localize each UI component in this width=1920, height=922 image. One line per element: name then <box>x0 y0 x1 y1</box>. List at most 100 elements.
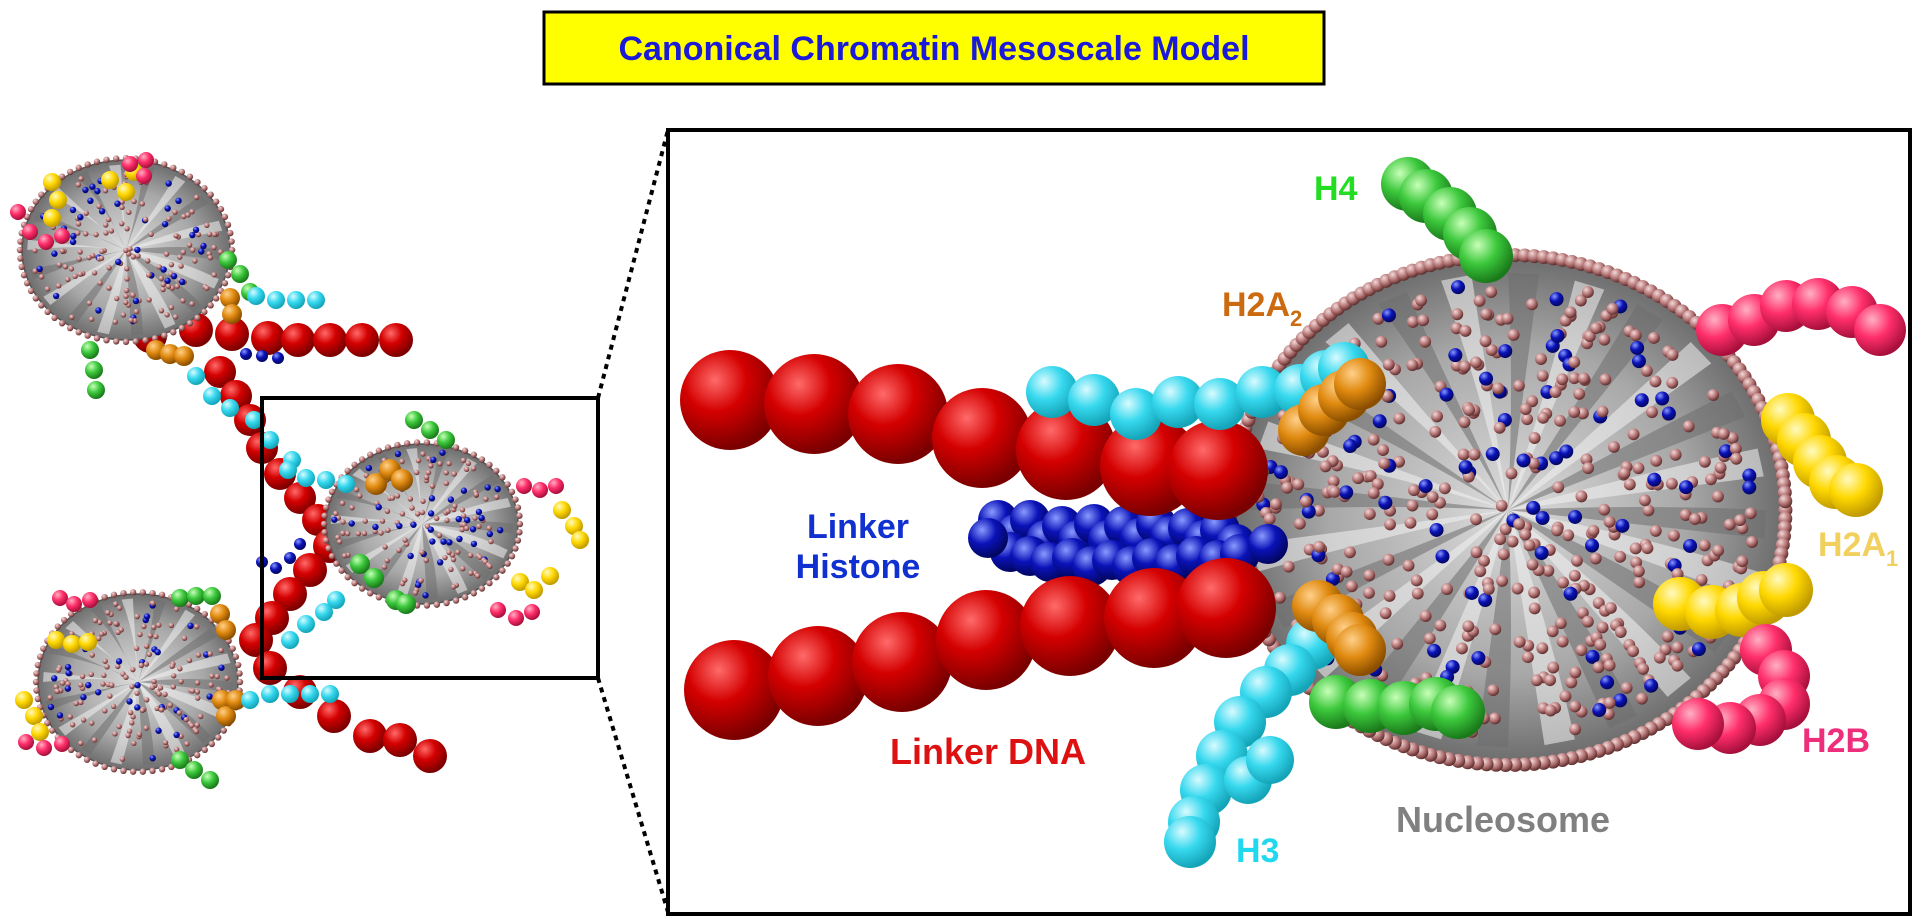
surface-bead <box>138 662 145 669</box>
label-linker-histone-line2: Histone <box>796 548 921 586</box>
surface-bead <box>1712 490 1724 503</box>
rim-bead <box>44 308 51 316</box>
rim-bead <box>75 751 83 759</box>
bead <box>256 350 268 362</box>
surface-bead <box>428 463 434 469</box>
rim-bead <box>34 661 42 669</box>
surface-bead <box>177 254 183 260</box>
surface-bead <box>130 292 136 298</box>
bead <box>764 354 864 454</box>
surface-bead <box>139 201 145 207</box>
surface-bead <box>452 503 458 509</box>
bead <box>47 631 65 649</box>
surface-bead <box>1312 504 1325 517</box>
rim-bead <box>33 670 40 677</box>
surface-bead <box>137 631 143 638</box>
surface-bead <box>1463 404 1476 416</box>
surface-bead <box>381 564 388 570</box>
surface-bead <box>112 319 119 325</box>
surface-bead <box>1666 348 1679 361</box>
rim-bead <box>1778 494 1793 509</box>
rim-bead <box>493 573 500 581</box>
surface-bead <box>1614 550 1627 563</box>
surface-bead <box>1521 413 1534 426</box>
bead <box>281 685 299 703</box>
overview-h2a2-tail <box>146 340 194 366</box>
surface-bead <box>1679 509 1692 521</box>
surface-bead <box>340 519 346 525</box>
surface-bead <box>427 510 435 517</box>
surface-bead <box>129 683 135 690</box>
surface-bead <box>112 601 119 607</box>
surface-bead <box>1655 391 1670 406</box>
rim-bead <box>113 338 120 345</box>
bead <box>932 388 1032 488</box>
surface-bead <box>1587 524 1600 537</box>
surface-bead <box>1634 393 1649 408</box>
surface-bead <box>451 471 457 477</box>
surface-bead <box>32 247 38 254</box>
bead <box>82 592 98 608</box>
bead <box>437 431 455 449</box>
surface-bead <box>88 671 95 678</box>
surface-bead <box>450 556 457 563</box>
bead <box>1759 563 1813 617</box>
surface-bead <box>429 483 436 489</box>
bead <box>31 723 49 741</box>
nucleosome-fold <box>138 653 231 682</box>
surface-bead <box>175 197 182 205</box>
surface-bead <box>459 565 466 572</box>
bead <box>270 562 282 574</box>
rim-bead <box>375 594 383 601</box>
surface-bead <box>96 203 102 210</box>
rim-bead <box>18 263 25 271</box>
surface-bead <box>1528 602 1541 615</box>
rim-bead <box>34 695 42 703</box>
surface-bead <box>82 186 89 194</box>
surface-bead <box>173 232 179 239</box>
surface-bead <box>463 525 470 532</box>
surface-bead <box>1363 586 1375 599</box>
surface-bead <box>353 486 360 493</box>
rim-bead <box>101 763 108 771</box>
nucleosome-fold <box>45 682 138 711</box>
surface-bead <box>1479 335 1492 348</box>
bead <box>327 591 345 609</box>
surface-bead <box>1478 554 1490 567</box>
bead <box>52 590 68 606</box>
rim-bead <box>54 623 62 630</box>
surface-bead <box>1552 481 1565 494</box>
surface-bead <box>1682 420 1695 433</box>
surface-bead <box>1589 552 1602 565</box>
surface-bead <box>1419 610 1432 623</box>
surface-bead <box>1530 674 1543 687</box>
surface-bead <box>96 635 102 642</box>
surface-bead <box>113 620 119 627</box>
surface-bead <box>394 493 401 499</box>
surface-bead <box>339 500 346 506</box>
surface-bead <box>160 281 167 288</box>
surface-bead <box>156 622 162 628</box>
surface-bead <box>76 256 82 262</box>
rim-bead <box>201 610 208 618</box>
surface-bead <box>104 664 110 670</box>
rim-bead <box>358 456 366 463</box>
nucleosome-fold <box>1441 274 1508 510</box>
overview-h2b-tail <box>516 478 564 498</box>
surface-bead <box>446 539 453 546</box>
surface-bead <box>83 210 89 216</box>
surface-bead <box>365 464 373 472</box>
surface-bead <box>110 703 117 710</box>
bead <box>101 171 119 189</box>
rim-bead <box>201 184 208 192</box>
surface-bead <box>459 507 466 513</box>
surface-bead <box>423 557 429 564</box>
surface-bead <box>1536 642 1549 655</box>
rim-bead <box>93 158 101 165</box>
bead <box>203 587 221 605</box>
surface-bead <box>1629 542 1642 555</box>
surface-bead <box>1411 587 1424 600</box>
surface-bead <box>89 720 95 726</box>
rim-bead <box>328 488 336 496</box>
overview-h2a1-tail <box>43 173 67 227</box>
